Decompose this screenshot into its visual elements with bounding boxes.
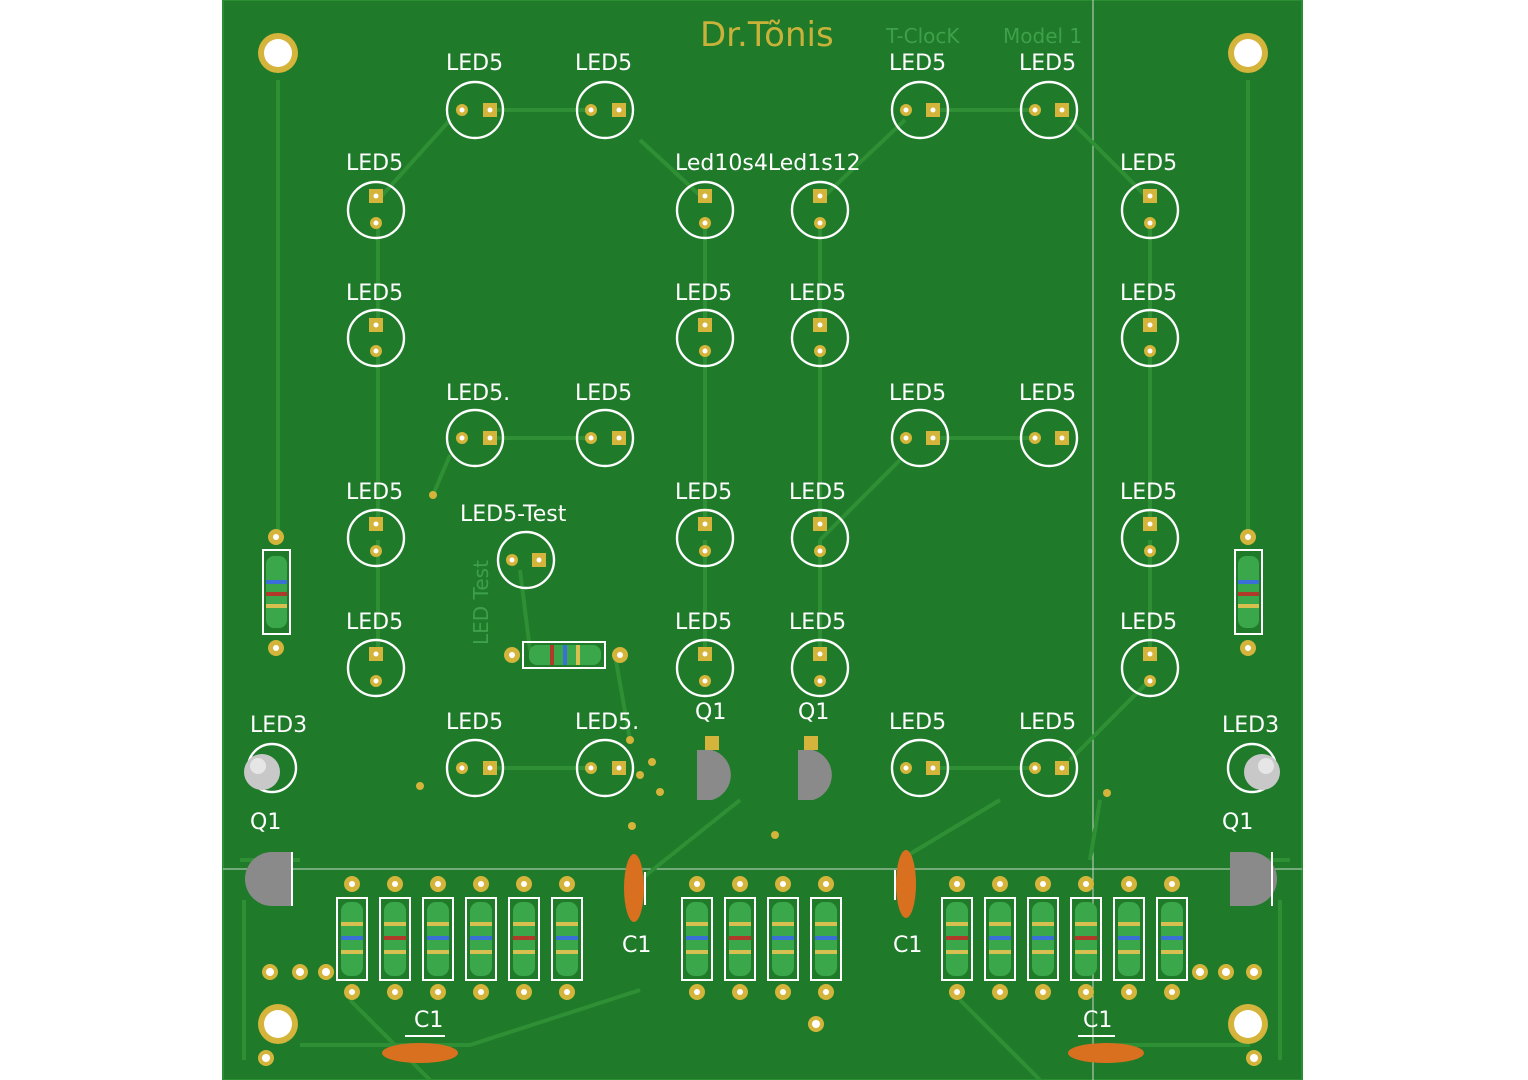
brand-label: Dr.Tõnis — [700, 15, 834, 55]
led-center-right-3: LED5 — [789, 480, 850, 568]
led-mid-4: LED5 — [1019, 381, 1079, 468]
led-label: LED5 — [1120, 480, 1177, 505]
c1-label: C1 — [893, 933, 922, 958]
led-label: LED5 — [675, 281, 732, 306]
led10-label: Led10s4Led1s12 — [675, 151, 861, 176]
led-mid-2: LED5 — [575, 381, 635, 468]
project-label: T-ClocK — [885, 24, 960, 48]
bank-resistor — [984, 876, 1016, 1000]
led-label: LED5 — [1120, 281, 1177, 306]
bank-resistor — [810, 876, 842, 1000]
led-right-1: LED5 — [1120, 151, 1180, 240]
bank-resistor — [379, 876, 411, 1000]
led-mid-3: LED5 — [889, 381, 950, 468]
transistors: Q1 Q1 Q1 Q1 — [245, 700, 1277, 906]
led-4: LED5 — [1019, 51, 1079, 140]
led-label: LED5 — [789, 610, 846, 635]
led-center-right-4: LED5 — [789, 610, 850, 698]
led-test-label: LED Test — [469, 560, 493, 645]
led-label: LED5 — [1019, 51, 1076, 76]
bank-resistor — [1027, 876, 1059, 1000]
bank-resistor — [1156, 876, 1188, 1000]
led-label: LED5 — [889, 710, 946, 735]
led-label: LED5 — [889, 51, 946, 76]
resistor-bank — [336, 876, 1188, 1000]
led-test-label: LED5-Test — [460, 502, 567, 527]
led-test: LED5-Test — [460, 502, 567, 590]
led-label: LED5 — [575, 51, 632, 76]
led-label: LED5. — [446, 381, 510, 406]
led-left-4: LED5 — [346, 610, 406, 698]
model-label: Model 1 — [1003, 24, 1082, 48]
bank-resistor — [422, 876, 454, 1000]
led-label: LED5 — [446, 51, 503, 76]
led-label: LED5 — [789, 281, 846, 306]
led-bot-2: LED5. — [575, 710, 639, 798]
bank-resistor — [681, 876, 713, 1000]
q1-label: Q1 — [1222, 810, 1253, 835]
bank-resistor — [941, 876, 973, 1000]
led-label: LED5 — [1019, 710, 1076, 735]
led-label: LED5 — [446, 710, 503, 735]
led-label: LED5 — [789, 480, 846, 505]
q1-label: Q1 — [798, 700, 829, 725]
capacitors: C1 C1 C1 C1 — [382, 850, 1144, 1063]
led-right-2: LED5 — [1120, 281, 1180, 368]
led-label: LED5 — [889, 381, 946, 406]
led-1: LED5 — [445, 51, 505, 140]
led-center-left-1 — [675, 180, 735, 240]
bank-resistor — [336, 876, 368, 1000]
led-label: LED5 — [346, 480, 403, 505]
led-label: LED5 — [575, 381, 632, 406]
mounting-holes — [258, 33, 1268, 1044]
led-left-2: LED5 — [346, 281, 406, 368]
led-center-left-3: LED5 — [675, 480, 735, 568]
led-label: LED5 — [1120, 151, 1177, 176]
bank-resistor — [465, 876, 497, 1000]
led-center-left-4: LED5 — [675, 610, 735, 698]
led-3: LED5 — [889, 51, 950, 140]
bank-resistor — [551, 876, 583, 1000]
vias — [258, 491, 1262, 1066]
bank-resistor — [767, 876, 799, 1000]
bank-resistor — [508, 876, 540, 1000]
led-bot-3: LED5 — [889, 710, 950, 798]
bank-resistor — [1113, 876, 1145, 1000]
c1-label: C1 — [1083, 1008, 1112, 1033]
led-right-3: LED5 — [1120, 480, 1180, 568]
led-label: LED5 — [1019, 381, 1076, 406]
q1-label: Q1 — [250, 810, 281, 835]
led-label: LED5 — [675, 480, 732, 505]
led-right-4: LED5 — [1120, 610, 1180, 698]
led-bot-4: LED5 — [1019, 710, 1079, 798]
led-mid-1: LED5. — [445, 381, 510, 468]
led-label: LED5 — [1120, 610, 1177, 635]
led-label: LED5 — [346, 151, 403, 176]
led-center-right-2: LED5 — [789, 281, 850, 368]
led-left-1: LED5 — [346, 151, 406, 240]
led-label: LED5. — [575, 710, 639, 735]
led3-left: LED3 — [244, 713, 307, 794]
c1-label: C1 — [622, 933, 651, 958]
led-label: LED5 — [346, 281, 403, 306]
led3-label: LED3 — [1222, 713, 1279, 738]
test-resistor — [504, 641, 628, 669]
led-footprints: LED5 LED5 LED5 LED5 LED5 — [346, 51, 1180, 798]
led-center-left-2: LED5 — [675, 281, 735, 368]
led-center-right-1 — [790, 180, 850, 240]
led-label: LED5 — [346, 610, 403, 635]
led3-right: LED3 — [1222, 713, 1280, 794]
led3-label: LED3 — [250, 713, 307, 738]
bank-resistor — [1070, 876, 1102, 1000]
led-left-3: LED5 — [346, 480, 406, 568]
led-2: LED5 — [575, 51, 635, 140]
side-resistors — [262, 529, 1263, 656]
c1-label: C1 — [414, 1008, 443, 1033]
bank-resistor — [724, 876, 756, 1000]
q1-label: Q1 — [695, 700, 726, 725]
led-bot-1: LED5 — [445, 710, 505, 798]
led-label: LED5 — [675, 610, 732, 635]
